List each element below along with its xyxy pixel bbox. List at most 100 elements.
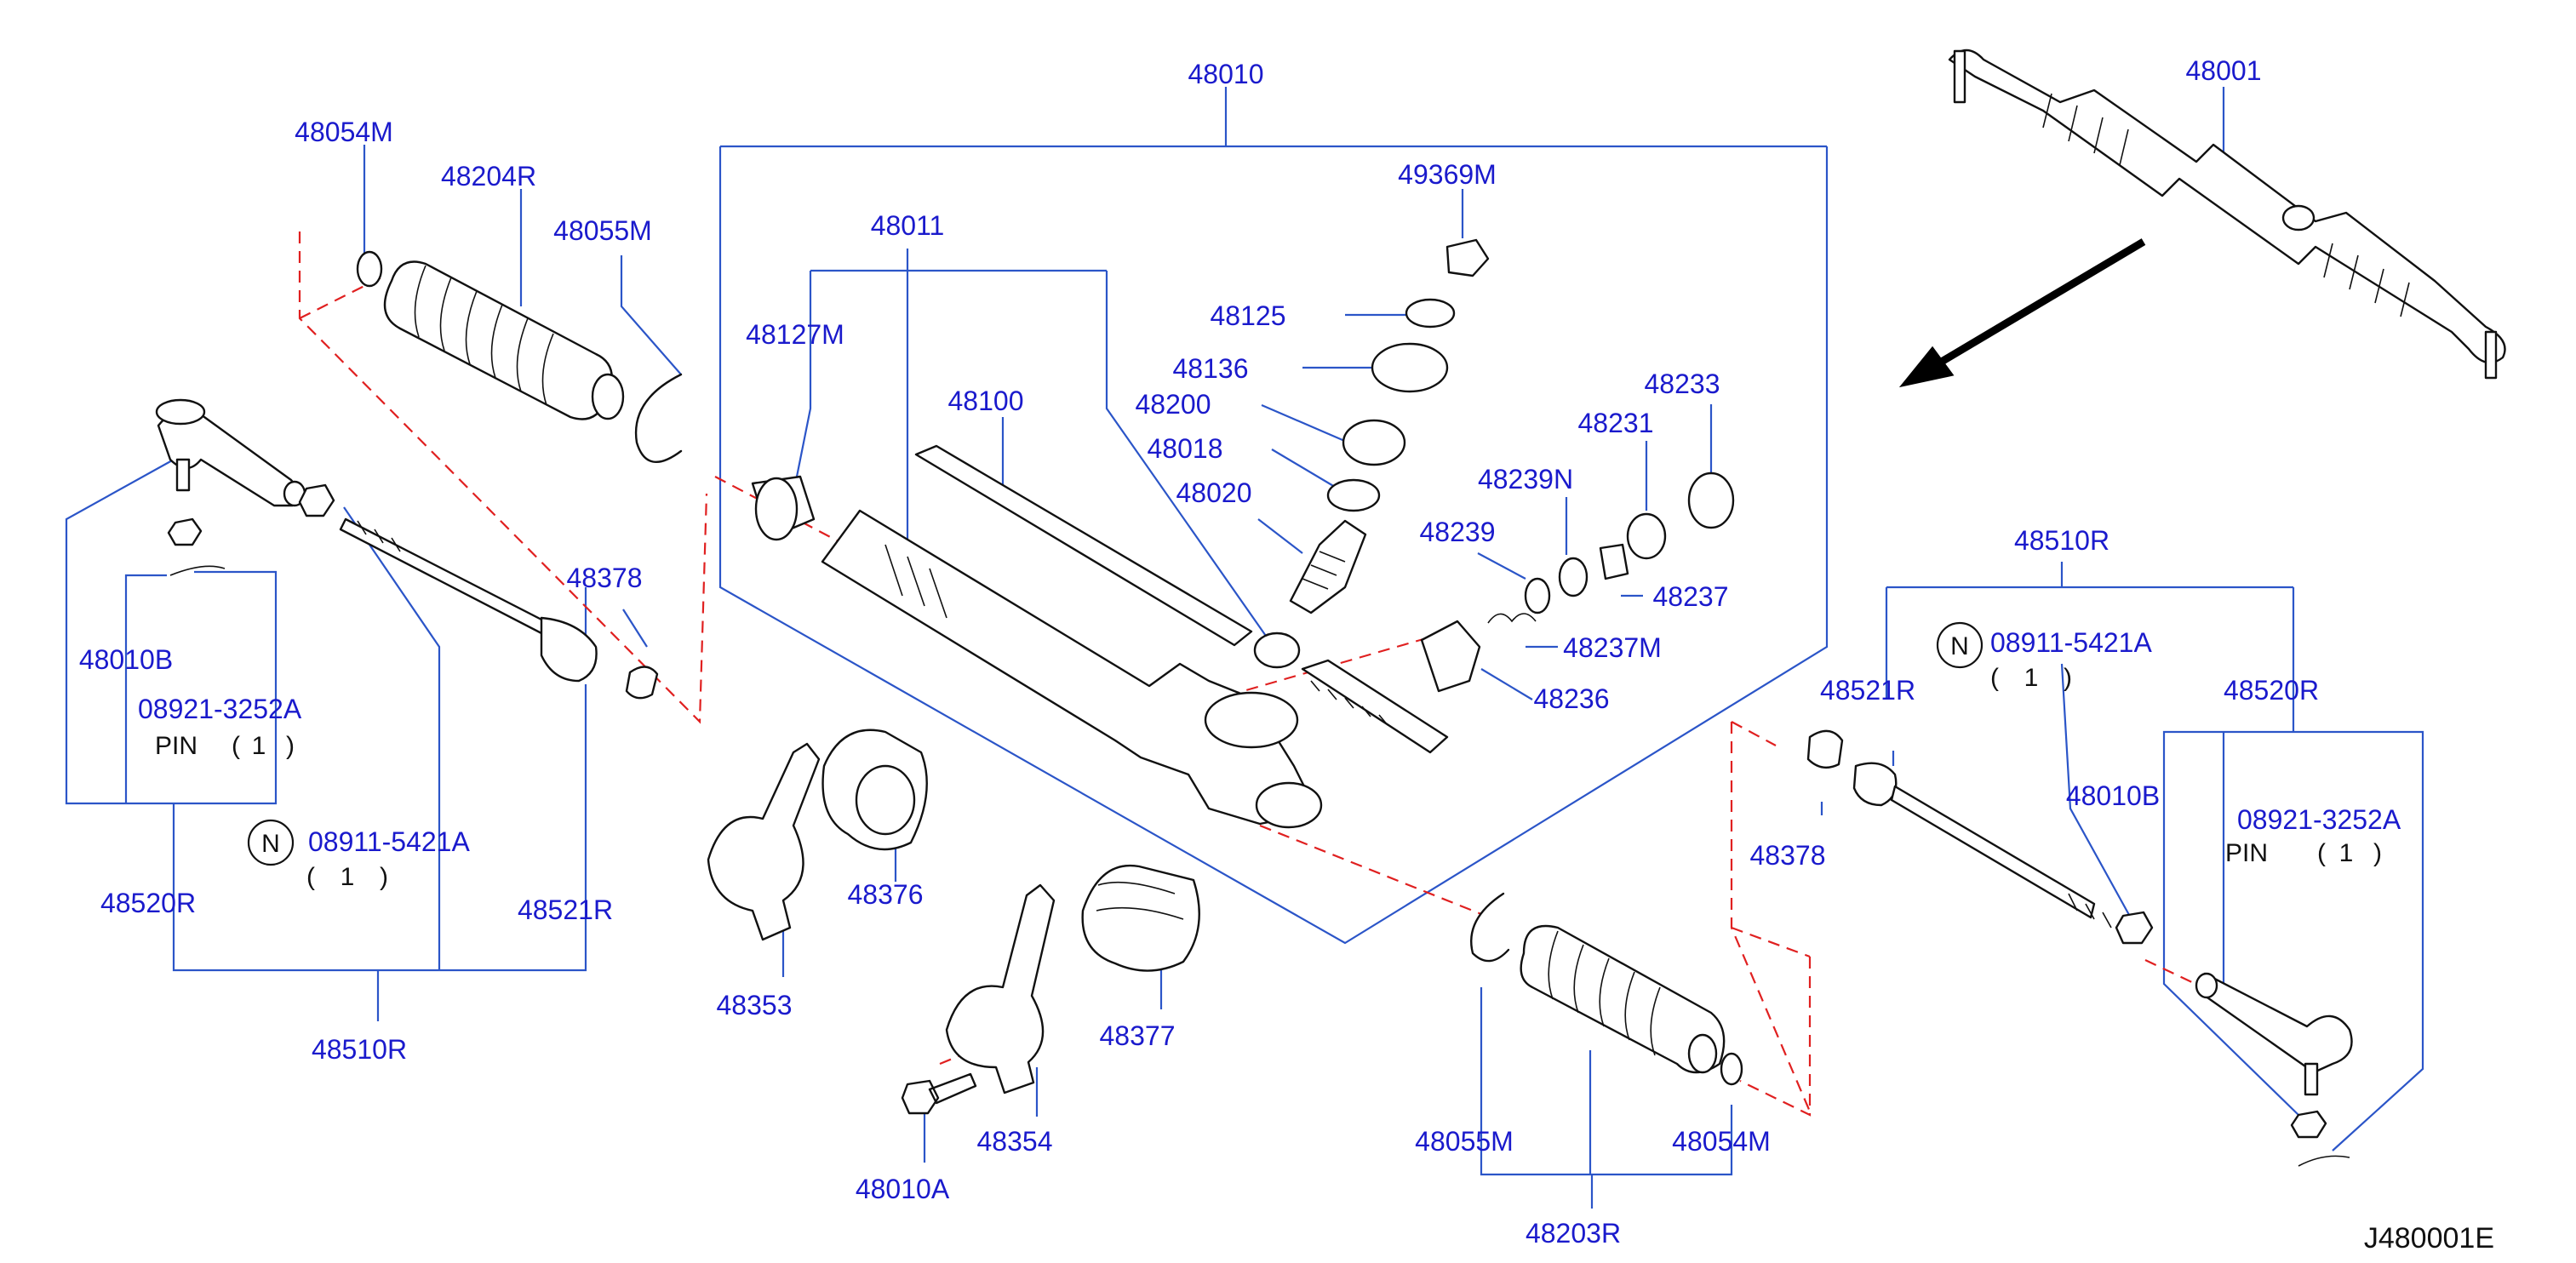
yoke-48236	[1420, 620, 1481, 693]
label-48520r-left: 48520R	[100, 888, 196, 918]
o-ring-48054m-top	[356, 250, 383, 288]
label-48237m: 48237M	[1563, 632, 1662, 663]
rack-housing-48011	[821, 509, 1323, 829]
clip-48055m-bottom	[1470, 892, 1510, 963]
label-48510r-right: 48510R	[2014, 525, 2109, 556]
bolt-48010a	[901, 1072, 977, 1115]
label-n-qty-left: 1	[341, 863, 355, 891]
label-pin-qty-left: 1	[252, 732, 266, 760]
boot-48203r	[1520, 924, 1726, 1074]
pinion-stack	[1253, 238, 1490, 669]
label-pin-right: PIN	[2225, 839, 2268, 867]
label-48010b-left: 48010B	[79, 644, 173, 675]
washer-48239	[1524, 577, 1551, 614]
label-48239n: 48239N	[1478, 464, 1573, 494]
insulator-48377	[1081, 864, 1200, 972]
rack-bar-48100	[914, 444, 1449, 754]
lock-nut-left	[298, 483, 335, 517]
label-08911-left: 08911-5421A	[308, 826, 470, 857]
nut-48010b-left	[167, 517, 203, 546]
label-48127m: 48127M	[746, 319, 844, 350]
label-48378-left: 48378	[567, 563, 643, 593]
label-48521r-right: 48521R	[1820, 675, 1915, 706]
label-48010b-right: 48010B	[2066, 780, 2160, 811]
label-49369m: 49369M	[1398, 159, 1497, 190]
n-paren-open-right: (	[1990, 664, 1999, 692]
label-48237: 48237	[1653, 581, 1729, 612]
label-pin-left: PIN	[155, 732, 197, 760]
pin-paren-open-right: (	[2317, 839, 2326, 867]
label-48204r: 48204R	[441, 161, 536, 191]
label-48136: 48136	[1173, 353, 1249, 384]
label-48203r: 48203R	[1526, 1218, 1621, 1249]
lock-nut-right	[2115, 911, 2154, 945]
parts	[155, 49, 2506, 1167]
pin-paren-close-left: )	[286, 732, 295, 760]
label-48054m-bottom: 48054M	[1672, 1126, 1771, 1157]
label-48054m-top: 48054M	[295, 117, 393, 147]
washer-48378-right	[1806, 729, 1844, 769]
n-badge-left: N	[247, 819, 295, 866]
label-08911-right: 08911-5421A	[1990, 627, 2152, 658]
ring-48239n	[1558, 557, 1589, 597]
label-48521r-left: 48521R	[518, 894, 613, 925]
cotter-pin-left	[169, 565, 226, 576]
nut-48233	[1687, 471, 1735, 529]
label-48520r-right: 48520R	[2224, 675, 2319, 706]
tie-rod-end-right	[2195, 972, 2353, 1096]
label-08921-left: 08921-3252A	[138, 694, 302, 724]
gear-assembly-48001	[1948, 49, 2506, 380]
washer-48378-left	[625, 666, 659, 700]
label-48200: 48200	[1136, 389, 1211, 420]
label-48020: 48020	[1176, 477, 1252, 508]
n-paren-close-left: )	[380, 863, 388, 891]
bushing-48127m	[751, 475, 816, 541]
label-48231: 48231	[1578, 408, 1654, 438]
n-badge-right-text: N	[1950, 632, 1969, 660]
n-badge-left-text: N	[261, 830, 280, 858]
ring-48231	[1626, 512, 1667, 560]
o-ring-48054m-bottom	[1720, 1052, 1743, 1086]
label-48055m-bottom: 48055M	[1415, 1126, 1514, 1157]
n-paren-close-right: )	[2064, 664, 2072, 692]
label-48055m-top: 48055M	[553, 215, 652, 246]
diagram-code: J480001E	[2364, 1222, 2494, 1254]
label-48233: 48233	[1645, 369, 1720, 399]
label-48018: 48018	[1148, 433, 1223, 464]
boot-48204r	[383, 260, 625, 420]
label-48010a: 48010A	[856, 1174, 950, 1204]
pin-paren-open-left: (	[232, 732, 240, 760]
n-badge-right: N	[1936, 621, 1984, 669]
label-48377: 48377	[1100, 1020, 1176, 1051]
inner-tie-rod-left	[339, 517, 598, 683]
label-48125: 48125	[1211, 300, 1286, 331]
label-48376: 48376	[848, 879, 924, 910]
ring-48237	[1599, 543, 1629, 580]
cotter-pin-right	[2298, 1155, 2350, 1167]
label-08921-right: 08921-3252A	[2237, 804, 2401, 835]
insulator-48376	[821, 729, 928, 851]
label-48510r-left: 48510R	[312, 1034, 407, 1065]
leader-lines	[65, 87, 2424, 1209]
label-48378-right: 48378	[1750, 840, 1826, 871]
direction-arrow	[1915, 238, 2146, 380]
pin-paren-close-right: )	[2373, 839, 2382, 867]
inner-tie-rod-right	[1852, 762, 2112, 929]
label-48001: 48001	[2186, 55, 2262, 86]
nut-48010b-right	[2290, 1110, 2327, 1139]
label-48011: 48011	[871, 210, 945, 241]
label-48239: 48239	[1420, 517, 1496, 547]
label-48236: 48236	[1534, 683, 1610, 714]
clip-48055m-top	[634, 373, 683, 464]
part-labels: 48010 48011 48054M 48204R 48055M 48127M …	[79, 55, 2494, 1254]
label-48100: 48100	[948, 386, 1024, 416]
bracket-48354	[945, 883, 1056, 1094]
tie-rod-end-left	[155, 398, 306, 507]
label-48010: 48010	[1188, 59, 1264, 89]
arrow-head	[1898, 346, 1955, 388]
label-pin-qty-right: 1	[2339, 839, 2354, 867]
label-48354: 48354	[977, 1126, 1053, 1157]
label-48353: 48353	[717, 990, 793, 1020]
spring-48237m	[1487, 613, 1537, 624]
